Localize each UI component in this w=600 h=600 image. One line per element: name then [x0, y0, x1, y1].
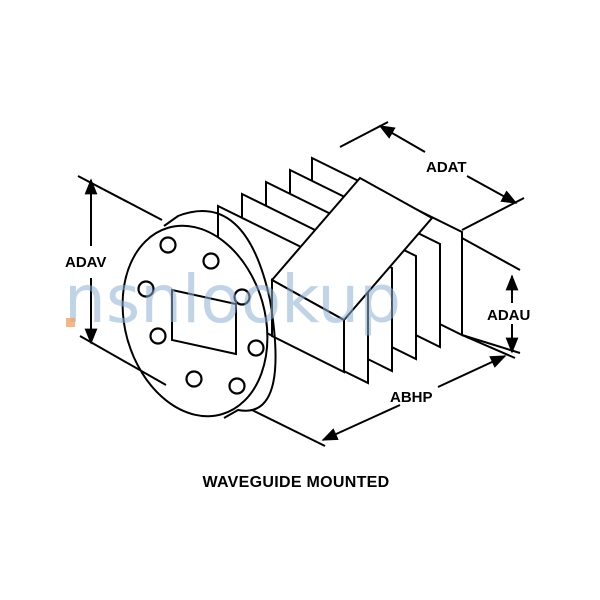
- dimension-label-abhp: ABHP: [390, 389, 433, 406]
- mounting-flange: [121, 210, 277, 419]
- dimension-label-adau: ADAU: [487, 307, 530, 324]
- dimension-line: [466, 175, 518, 204]
- extension-line: [461, 237, 521, 271]
- extension-line: [461, 334, 516, 359]
- bolt-hole-icon: [247, 339, 265, 357]
- dimension-line: [437, 355, 507, 388]
- extension-line: [251, 409, 326, 447]
- bolt-hole-icon: [149, 327, 167, 345]
- dimension-label-adav: ADAV: [65, 254, 106, 271]
- watermark: nsnlookup: [64, 261, 401, 338]
- dimension-adat: ADAT: [339, 121, 525, 231]
- dimension-line: [321, 404, 401, 441]
- bolt-hole-icon: [159, 236, 177, 254]
- bolt-hole-icon: [233, 288, 251, 306]
- bolt-hole-icon: [202, 252, 220, 270]
- dimension-abhp: ABHP: [251, 334, 516, 447]
- watermark-text: nsnlookup: [64, 261, 401, 338]
- dimension-line: [378, 125, 426, 153]
- bolt-hole-icon: [228, 377, 246, 395]
- dimension-adav: ADAV: [65, 175, 167, 386]
- bolt-hole-icon: [185, 370, 203, 388]
- flange-edge: [163, 210, 277, 419]
- bolt-hole-icon: [137, 280, 155, 298]
- watermark-dot-icon: [66, 318, 75, 327]
- diagram-caption: WAVEGUIDE MOUNTED: [202, 474, 389, 491]
- bolt-holes: [137, 236, 265, 395]
- dimension-adau: ADAU: [461, 237, 530, 354]
- dimension-label-adat: ADAT: [426, 159, 467, 176]
- waveguide-opening: [171, 288, 237, 356]
